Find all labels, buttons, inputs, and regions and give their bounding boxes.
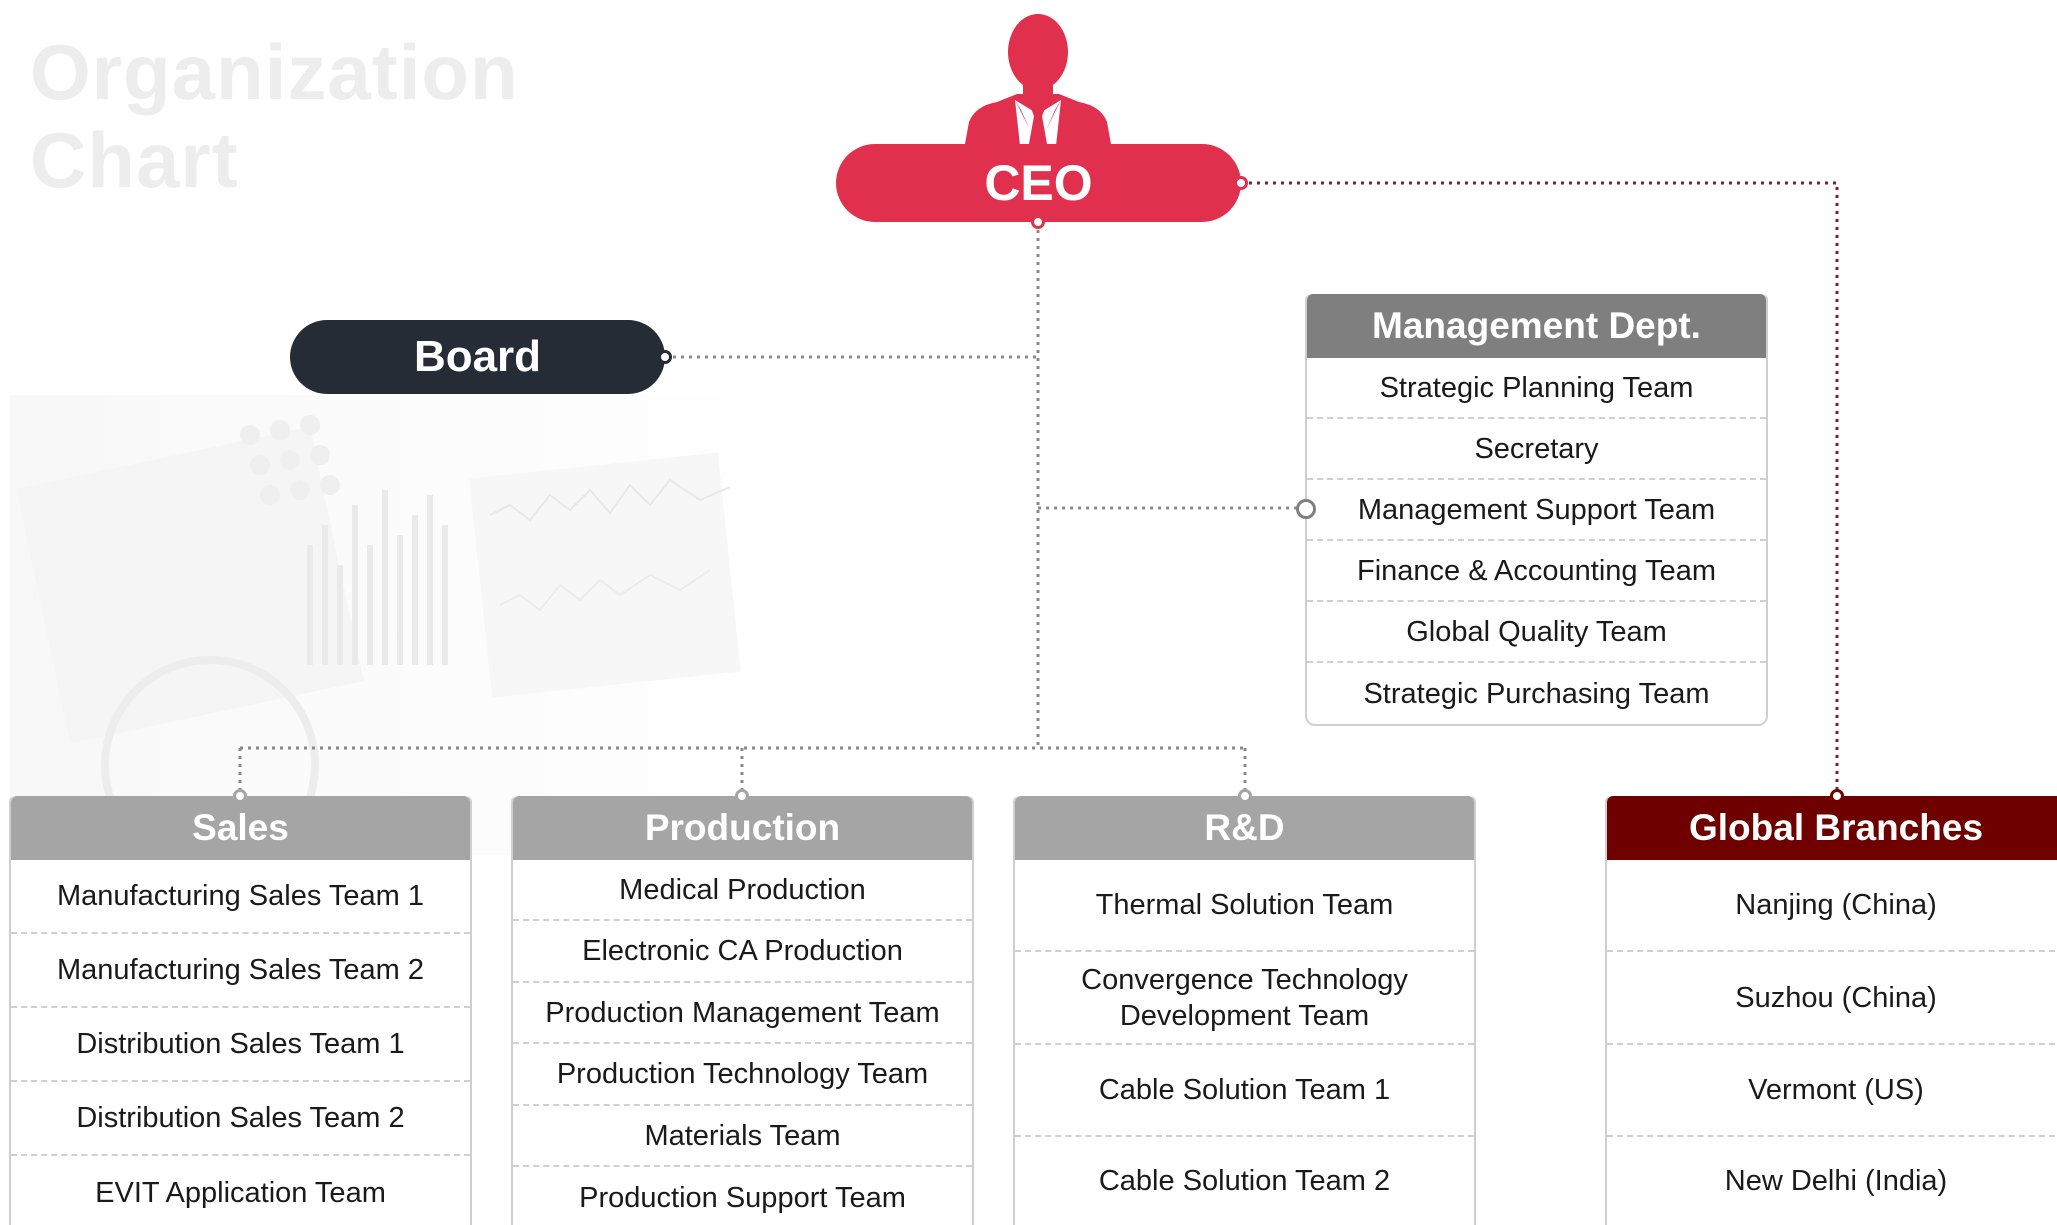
page-title-line-1: Organization — [30, 28, 519, 116]
rnd-box: R&D Thermal Solution Team Convergence Te… — [1013, 796, 1476, 1225]
list-item: Electronic CA Production — [513, 921, 972, 983]
list-item: Manufacturing Sales Team 1 — [11, 860, 470, 934]
rnd-header: R&D — [1015, 796, 1474, 860]
ceo-node: CEO — [836, 144, 1241, 222]
production-header: Production — [513, 796, 972, 860]
list-item: Distribution Sales Team 1 — [11, 1008, 470, 1082]
page-title: Organization Chart — [30, 28, 519, 204]
management-dept-list: Strategic Planning Team Secretary Manage… — [1307, 358, 1766, 724]
management-dept-header: Management Dept. — [1307, 294, 1766, 358]
list-item: Management Support Team — [1307, 480, 1766, 541]
list-item: Distribution Sales Team 2 — [11, 1082, 470, 1156]
list-item: Cable Solution Team 2 — [1098, 1165, 1391, 1197]
production-title: Production — [644, 807, 841, 848]
background-photo — [10, 395, 750, 855]
ceo-bottom-dot — [1031, 215, 1045, 229]
sales-title: Sales — [192, 807, 289, 848]
board-node: Board — [290, 320, 665, 394]
production-list: Medical Production Electronic CA Product… — [513, 860, 972, 1225]
list-item: Manufacturing Sales Team 2 — [11, 934, 470, 1008]
list-item: Materials Team — [513, 1106, 972, 1167]
board-label: Board — [413, 332, 542, 381]
ceo-label: CEO — [984, 155, 1093, 211]
rnd-list: Thermal Solution Team Convergence Techno… — [1015, 860, 1474, 1225]
businessman-icon — [963, 14, 1113, 155]
management-left-dot — [1296, 499, 1316, 519]
list-item: Thermal Solution Team — [1015, 860, 1474, 952]
sales-header: Sales — [11, 796, 470, 860]
list-item: Finance & Accounting Team — [1307, 541, 1766, 602]
global-branches-list: Nanjing (China) Suzhou (China) Vermont (… — [1607, 860, 2057, 1225]
list-item: Convergence Technology Development Team — [1015, 952, 1474, 1045]
list-item: Nanjing (China) — [1607, 860, 2057, 952]
list-item: New Delhi (India) — [1724, 1165, 1948, 1197]
list-item: Strategic Purchasing Team — [1363, 677, 1710, 710]
production-box: Production Medical Production Electronic… — [511, 796, 974, 1225]
list-item: Secretary — [1307, 419, 1766, 480]
list-item: Production Support Team — [579, 1182, 906, 1214]
list-item: Production Technology Team — [513, 1044, 972, 1106]
list-item: Vermont (US) — [1607, 1045, 2057, 1137]
page-title-line-2: Chart — [30, 116, 239, 204]
ceo-right-dot — [1234, 176, 1248, 190]
global-branches-box: Global Branches Nanjing (China) Suzhou (… — [1605, 796, 2057, 1225]
list-item: Medical Production — [513, 860, 972, 921]
production-top-dot — [735, 789, 749, 803]
global-branches-title: Global Branches — [1688, 807, 1984, 848]
sales-list: Manufacturing Sales Team 1 Manufacturing… — [11, 860, 470, 1225]
management-dept-title: Management Dept. — [1372, 305, 1701, 346]
sales-box: Sales Manufacturing Sales Team 1 Manufac… — [9, 796, 472, 1225]
board-right-dot — [658, 350, 672, 364]
global-branches-top-dot — [1830, 789, 1844, 803]
list-item: Suzhou (China) — [1607, 952, 2057, 1045]
list-item: Production Management Team — [513, 983, 972, 1044]
management-dept-box: Management Dept. Strategic Planning Team… — [1305, 294, 1768, 726]
list-item: Strategic Planning Team — [1307, 358, 1766, 419]
sales-top-dot — [233, 789, 247, 803]
list-item: Global Quality Team — [1307, 602, 1766, 663]
global-branches-header: Global Branches — [1607, 796, 2057, 860]
rnd-top-dot — [1238, 789, 1252, 803]
list-item: Cable Solution Team 1 — [1015, 1045, 1474, 1137]
list-item: EVIT Application Team — [95, 1177, 386, 1209]
rnd-title: R&D — [1204, 807, 1285, 848]
